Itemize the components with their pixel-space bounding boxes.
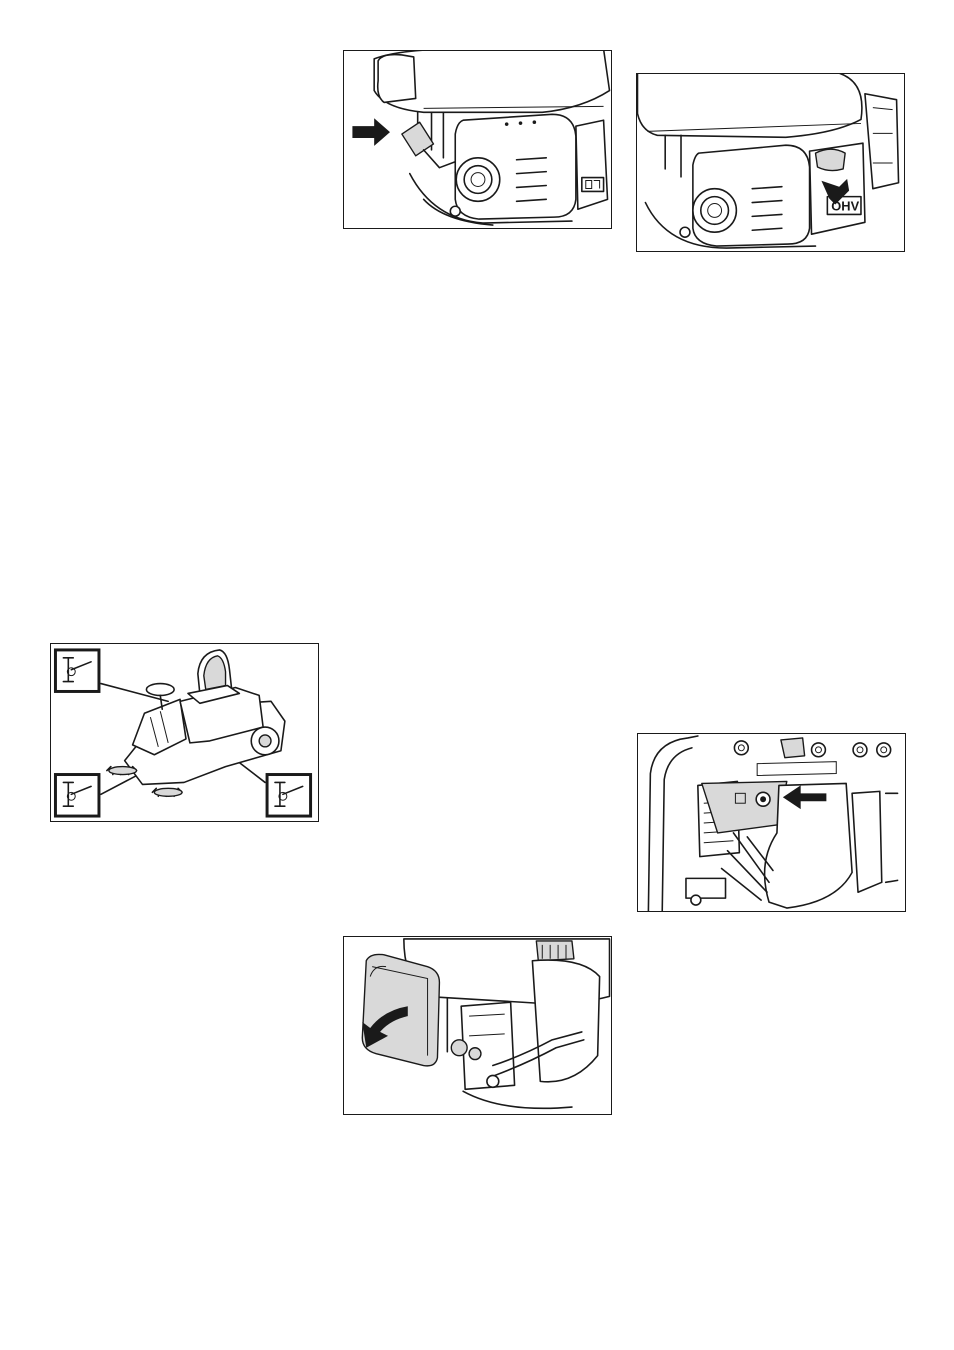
engine-illustration [344,51,611,228]
air-filter-illustration [344,937,611,1114]
figure-engine-spark-plug: OHV [636,73,905,252]
sweeper-illustration [51,644,318,821]
fan-housing-illustration [638,734,905,911]
grease-point-callout [55,775,99,817]
figure-sweeper-lubrication [50,643,319,822]
grease-point-callout [267,775,311,817]
figure-fan-cover-screw [637,733,906,912]
engine-illustration: OHV [637,74,904,251]
figure-air-filter-cover [343,936,612,1115]
grease-point-callout [55,650,99,692]
figure-engine-dipstick [343,50,612,229]
arrow-right-icon [352,118,390,146]
